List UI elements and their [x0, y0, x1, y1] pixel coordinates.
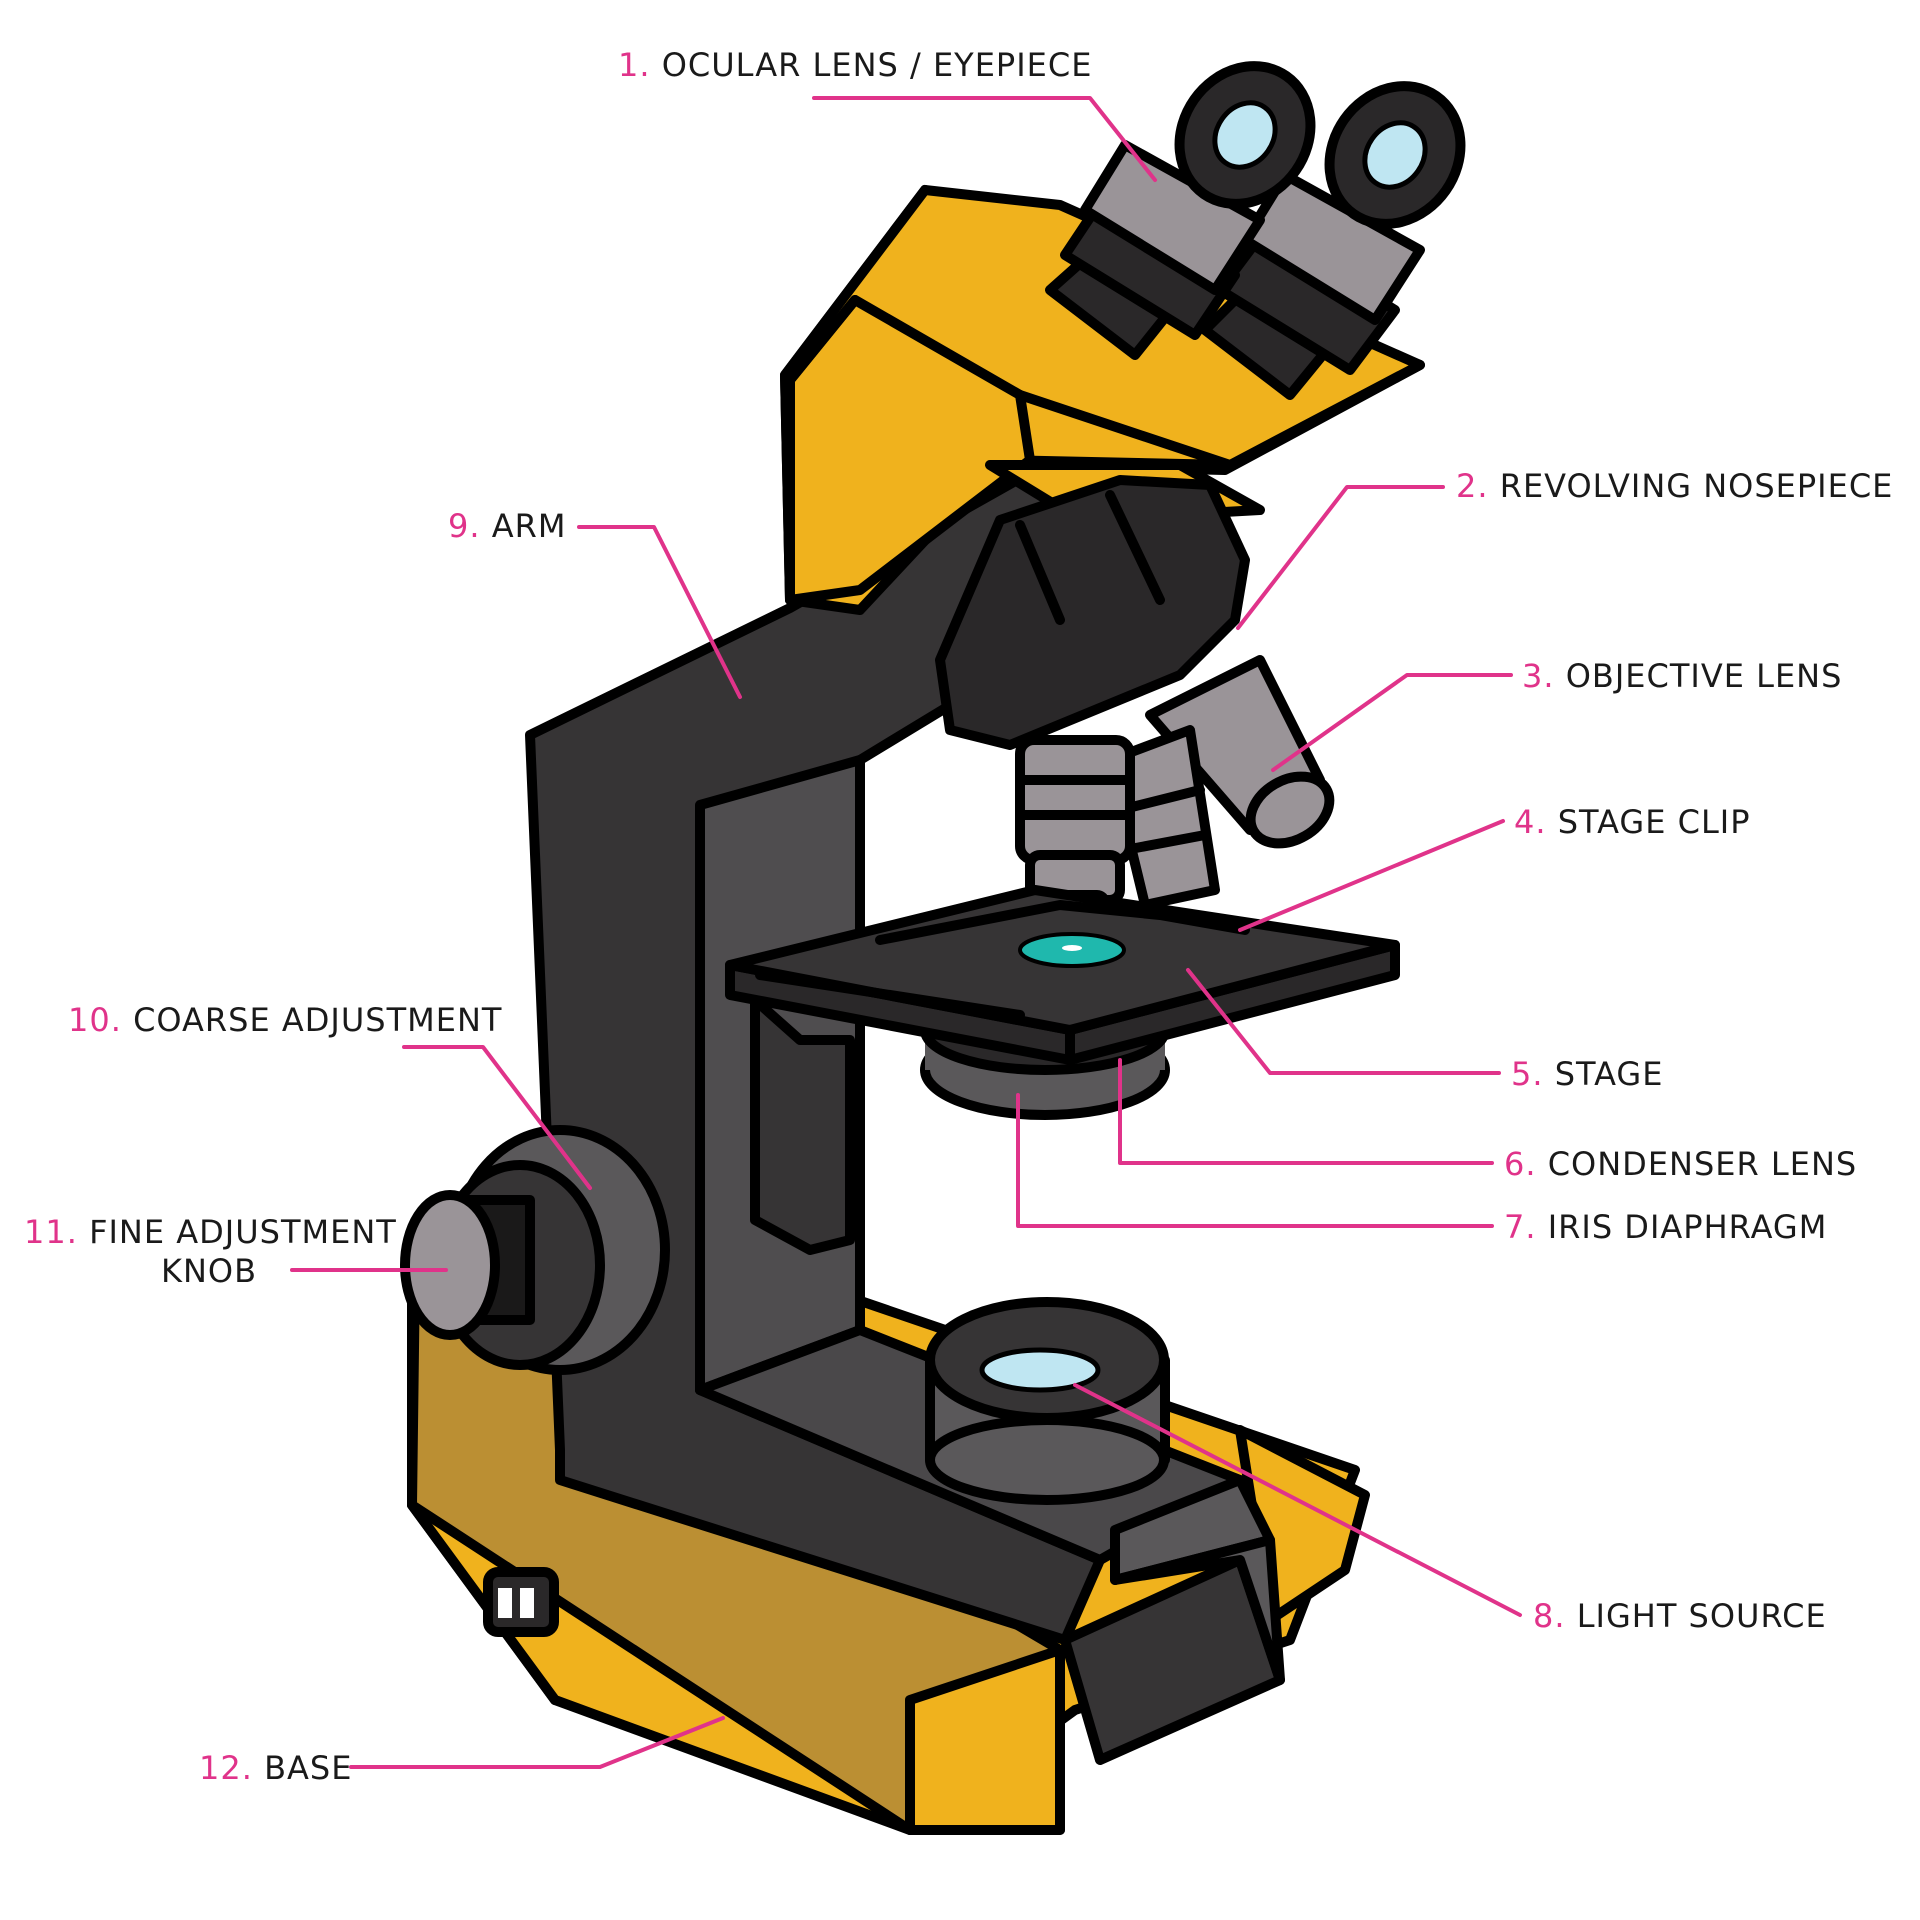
label-revolving-nosepiece: 2. REVOLVING NOSEPIECE — [1456, 467, 1893, 505]
leader-arm — [577, 525, 742, 699]
objective-right — [1145, 655, 1335, 849]
leader-coarse — [402, 1045, 592, 1190]
labels: 1. OCULAR LENS / EYEPIECE 2. REVOLVING N… — [24, 46, 1893, 1787]
leader-lines — [290, 96, 1522, 1769]
leader-stage — [1186, 968, 1501, 1075]
label-stage-clip: 4. STAGE CLIP — [1514, 803, 1751, 841]
power-switch-icon — [483, 1567, 559, 1637]
arm — [525, 465, 1245, 1645]
label-fine-adjustment: 11. FINE ADJUSTMENT — [24, 1213, 397, 1251]
base-front-block — [1060, 1475, 1285, 1765]
leader-ocular — [812, 96, 1157, 182]
revolving-nosepiece — [935, 475, 1250, 750]
objective-middle — [1105, 725, 1220, 910]
leader-nosepiece — [1236, 485, 1445, 630]
leader-stage-clip — [1238, 819, 1505, 932]
label-fine-adjustment-line2: KNOB — [161, 1252, 257, 1290]
label-stage: 5. STAGE — [1511, 1055, 1663, 1093]
leader-iris — [1016, 1093, 1494, 1228]
label-ocular-lens: 1. OCULAR LENS / EYEPIECE — [618, 46, 1092, 84]
leader-objective — [1271, 673, 1513, 772]
eyepieces — [1045, 61, 1466, 400]
leader-condenser — [1118, 1058, 1494, 1165]
label-iris-diaphragm: 7. IRIS DIAPHRAGM — [1504, 1208, 1827, 1246]
fine-adjustment-knob — [400, 1190, 535, 1340]
leader-light-source — [1073, 1383, 1522, 1617]
label-coarse-adjustment: 10. COARSE ADJUSTMENT — [68, 1001, 502, 1039]
label-condenser-lens: 6. CONDENSER LENS — [1504, 1145, 1857, 1183]
label-arm: 9. ARM — [448, 507, 566, 545]
stage — [725, 885, 1400, 1065]
label-light-source: 8. LIGHT SOURCE — [1533, 1597, 1827, 1635]
left-eyepiece — [1045, 61, 1316, 360]
right-eyepiece — [1200, 81, 1466, 400]
label-base: 12. BASE — [199, 1749, 352, 1787]
label-objective-lens: 3. OBJECTIVE LENS — [1522, 657, 1842, 695]
leader-base — [349, 1716, 725, 1769]
light-source — [925, 1297, 1170, 1505]
